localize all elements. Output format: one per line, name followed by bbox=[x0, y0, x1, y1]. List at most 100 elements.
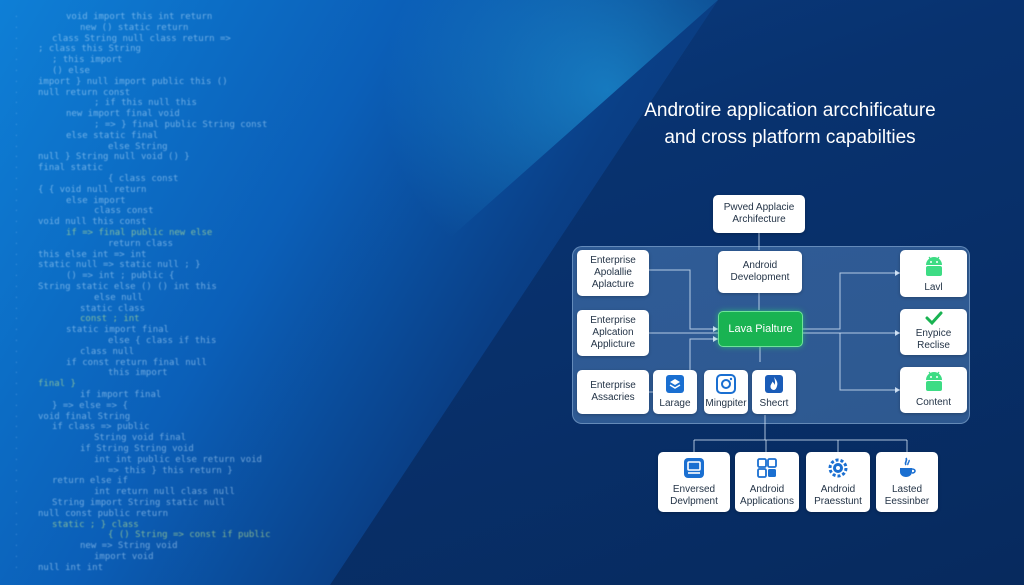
code-line: import void bbox=[94, 552, 160, 562]
line-number-mark: · bbox=[14, 541, 19, 551]
android-icon bbox=[921, 368, 947, 394]
line-number-mark: · bbox=[14, 152, 19, 162]
node-right-2: Enypice Reclise bbox=[900, 309, 967, 355]
line-number-mark: · bbox=[14, 552, 19, 561]
line-number-mark: · bbox=[14, 390, 19, 399]
line-number-mark: · bbox=[14, 411, 19, 421]
code-line: ; if this null this bbox=[94, 98, 203, 109]
line-number-mark: · bbox=[14, 260, 19, 270]
code-line: if String String void bbox=[80, 444, 200, 454]
line-number-mark: · bbox=[14, 303, 19, 313]
node-bottom-2: Android Applications bbox=[735, 452, 799, 512]
code-line: ; this import bbox=[52, 55, 128, 66]
node-enterprise-1: Enterprise Apolallie Aplacture bbox=[577, 250, 649, 296]
line-number-mark: · bbox=[14, 346, 19, 356]
code-line: void import this int return bbox=[66, 12, 218, 22]
node-label: Enterprise bbox=[590, 255, 636, 266]
node-label: Mingpiter bbox=[705, 398, 747, 409]
node-label: Archifecture bbox=[732, 214, 786, 225]
node-label: Devlpment bbox=[670, 496, 718, 507]
code-line: String import String static null bbox=[52, 498, 231, 508]
code-line: final static bbox=[38, 163, 109, 174]
line-number-mark: · bbox=[14, 465, 19, 475]
node-tile-camera: Mingpiter bbox=[704, 370, 748, 414]
android-icon bbox=[921, 253, 947, 279]
code-line: { () String => const if public bbox=[108, 530, 276, 541]
code-line: if => final public new else bbox=[66, 228, 218, 238]
code-line: else import bbox=[66, 195, 132, 206]
code-line: if const return final null bbox=[66, 357, 213, 368]
line-number-mark: · bbox=[14, 368, 19, 378]
line-number-mark: · bbox=[14, 55, 19, 65]
code-line: this import bbox=[108, 368, 174, 379]
line-number-mark: · bbox=[14, 444, 19, 453]
code-line: static null => static null ; } bbox=[38, 260, 206, 271]
node-label: Development bbox=[730, 272, 790, 283]
line-number-mark: · bbox=[14, 433, 19, 443]
line-number-mark: · bbox=[14, 282, 19, 291]
code-line: class null bbox=[80, 346, 140, 357]
line-number-mark: · bbox=[14, 109, 19, 119]
code-line: class const bbox=[94, 206, 160, 217]
code-line: null return const bbox=[38, 87, 136, 98]
code-line: if import final bbox=[80, 390, 167, 400]
line-number-mark: · bbox=[14, 508, 19, 518]
line-number-mark: · bbox=[14, 206, 19, 216]
title-line-2: and cross platform capabilties bbox=[664, 127, 916, 148]
node-label: Lava Pialture bbox=[728, 323, 793, 335]
code-line: => this } this return } bbox=[108, 465, 239, 476]
code-line: void null this const bbox=[38, 217, 152, 228]
line-number-mark: · bbox=[14, 249, 19, 259]
code-line: new () static return bbox=[80, 22, 194, 33]
line-number-mark: · bbox=[14, 454, 19, 464]
node-label: Lavl bbox=[924, 282, 943, 293]
code-line: else String bbox=[108, 141, 174, 152]
gear-icon bbox=[825, 455, 851, 481]
code-line: String static else () () int this bbox=[38, 282, 223, 292]
decorative-code-lines: void import this int return · new () stat… bbox=[14, 12, 276, 573]
camera-icon bbox=[716, 374, 736, 394]
node-label: Enversed bbox=[672, 484, 716, 495]
node-bottom-1: Enversed Devlpment bbox=[658, 452, 730, 512]
code-line: void final String bbox=[38, 411, 136, 422]
code-line: ; class this String bbox=[38, 44, 147, 55]
code-line: this else int => int bbox=[38, 249, 152, 260]
title-line-1: Androtire application arcchificature bbox=[644, 100, 936, 121]
code-line: final } bbox=[38, 379, 82, 390]
line-number-mark: · bbox=[14, 292, 19, 302]
node-label: Praesstunt bbox=[814, 496, 862, 507]
code-line: import } null import public this () bbox=[38, 76, 234, 87]
code-line: static import final bbox=[66, 325, 175, 336]
line-number-mark: · bbox=[14, 33, 19, 43]
node-android-development: Android Development bbox=[718, 251, 802, 293]
line-number-mark: · bbox=[14, 325, 19, 335]
code-line: null const public return bbox=[38, 508, 174, 519]
node-right-1: Lavl bbox=[900, 250, 967, 297]
line-number-mark: · bbox=[14, 530, 19, 540]
code-line: static class bbox=[80, 303, 151, 314]
code-line: null } String null void () } bbox=[38, 152, 196, 163]
code-line: else null bbox=[94, 292, 149, 303]
line-number-mark: · bbox=[14, 314, 19, 324]
line-number-mark: · bbox=[14, 130, 19, 140]
node-tile-flame: Shecrt bbox=[752, 370, 796, 414]
code-line: } => else => { bbox=[52, 400, 134, 411]
code-line: { class const bbox=[108, 174, 184, 184]
checkmark-icon bbox=[921, 309, 947, 327]
code-line: () => int ; public { bbox=[66, 271, 180, 282]
node-right-3: Content bbox=[900, 367, 967, 413]
node-label: Android bbox=[820, 484, 856, 495]
node-label: Enterprise bbox=[590, 315, 636, 326]
node-label: Aplacture bbox=[591, 279, 635, 290]
node-label: Assacries bbox=[591, 392, 635, 403]
line-number-mark: · bbox=[14, 163, 19, 173]
line-number-mark: · bbox=[14, 120, 19, 129]
node-label: Larage bbox=[659, 398, 691, 409]
line-number-mark: · bbox=[14, 422, 19, 432]
code-line: const ; int bbox=[80, 314, 146, 325]
code-line: static ; } class bbox=[52, 519, 145, 530]
line-number-mark: · bbox=[14, 519, 19, 529]
code-line: int int public else return void bbox=[94, 454, 268, 465]
line-number-mark: · bbox=[14, 195, 19, 205]
code-line: return class bbox=[108, 238, 179, 249]
